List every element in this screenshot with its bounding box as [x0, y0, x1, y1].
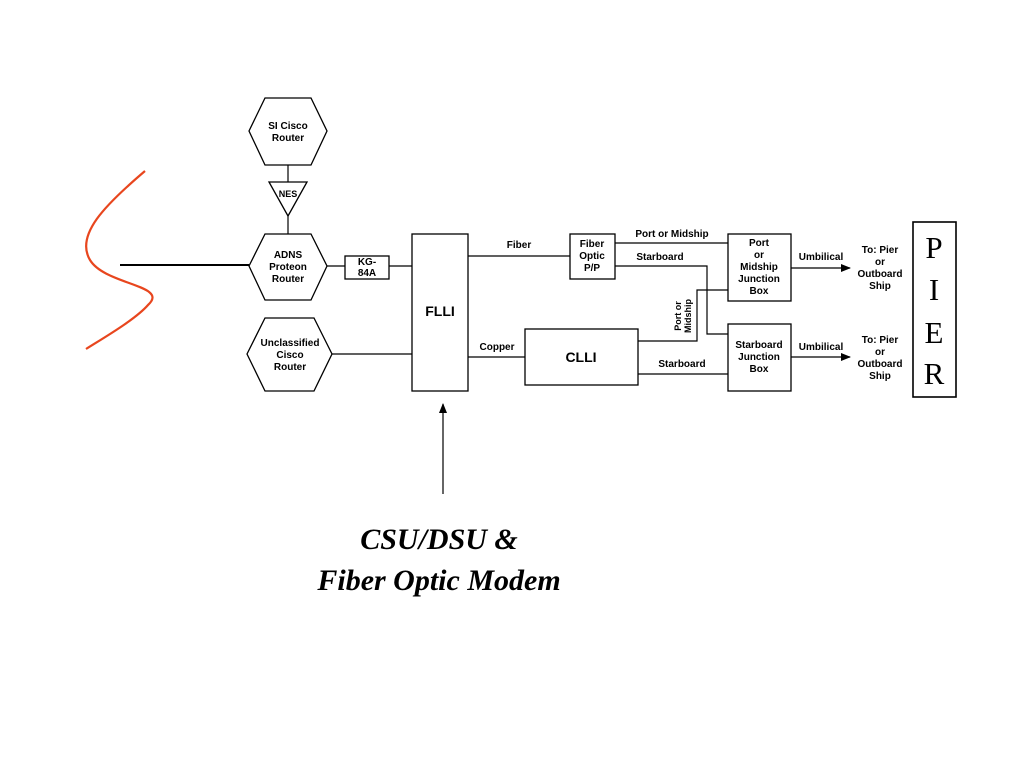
- port-or-midship-label: Port or Midship: [635, 229, 708, 240]
- clli-port-line: [638, 289, 728, 342]
- vertical-port-label: Port orMidship: [673, 299, 693, 333]
- flli-box: FLLI: [411, 233, 469, 392]
- svg-text:FLLI: FLLI: [425, 303, 455, 319]
- nes-triangle: NES: [267, 181, 309, 218]
- copper-label: Copper: [480, 342, 515, 353]
- csu-dsu-caption: CSU/DSU &Fiber Optic Modem: [316, 523, 560, 597]
- connections: [120, 165, 851, 494]
- clli-box: CLLI: [524, 328, 639, 386]
- fiber-label: Fiber: [507, 240, 532, 251]
- svg-text:CLLI: CLLI: [565, 349, 596, 365]
- pp-starboard-line: [615, 265, 728, 335]
- svg-text:NES: NES: [279, 189, 298, 199]
- starboard-bottom-label: Starboard: [658, 359, 705, 370]
- rf-wave: [84, 170, 154, 350]
- umbilical-top-label: Umbilical: [799, 252, 844, 263]
- kg-84a-box: KG-84A: [344, 255, 390, 280]
- svg-text:KG-84A: KG-84A: [358, 257, 376, 279]
- starboard-top-label: Starboard: [636, 252, 683, 263]
- umbilical-bottom-label: Umbilical: [799, 342, 844, 353]
